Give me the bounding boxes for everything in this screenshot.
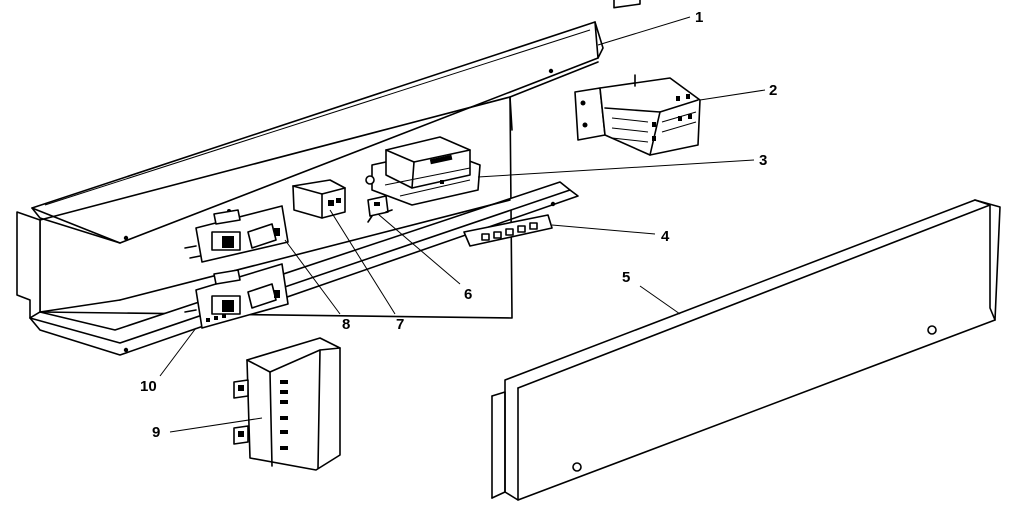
heater-plate-lower — [184, 263, 289, 329]
transformer-core — [385, 136, 471, 189]
leader-lines — [159, 16, 766, 433]
heater-plate-upper — [184, 205, 289, 263]
callout-2: 2 — [769, 82, 777, 99]
chassis-left-end — [16, 211, 41, 319]
terminal-block — [463, 214, 553, 247]
callout-4: 4 — [661, 228, 670, 245]
callout-8: 8 — [342, 316, 350, 333]
front-cover-panel — [491, 199, 1001, 501]
callout-6: 6 — [464, 286, 472, 303]
callout-1: 1 — [695, 9, 703, 26]
contactor-relay — [574, 0, 701, 156]
callout-3: 3 — [759, 152, 767, 169]
callout-10: 10 — [140, 378, 157, 395]
transformer — [365, 136, 481, 206]
callout-labels: 1 2 3 4 5 6 7 8 9 10 — [140, 9, 777, 441]
chassis-housing — [16, 21, 604, 356]
callout-9: 9 — [152, 424, 160, 441]
relay-cube — [292, 179, 346, 219]
small-switch — [367, 195, 393, 223]
callout-7: 7 — [396, 316, 404, 333]
terminal-housing — [233, 337, 341, 471]
callout-5: 5 — [622, 269, 630, 286]
